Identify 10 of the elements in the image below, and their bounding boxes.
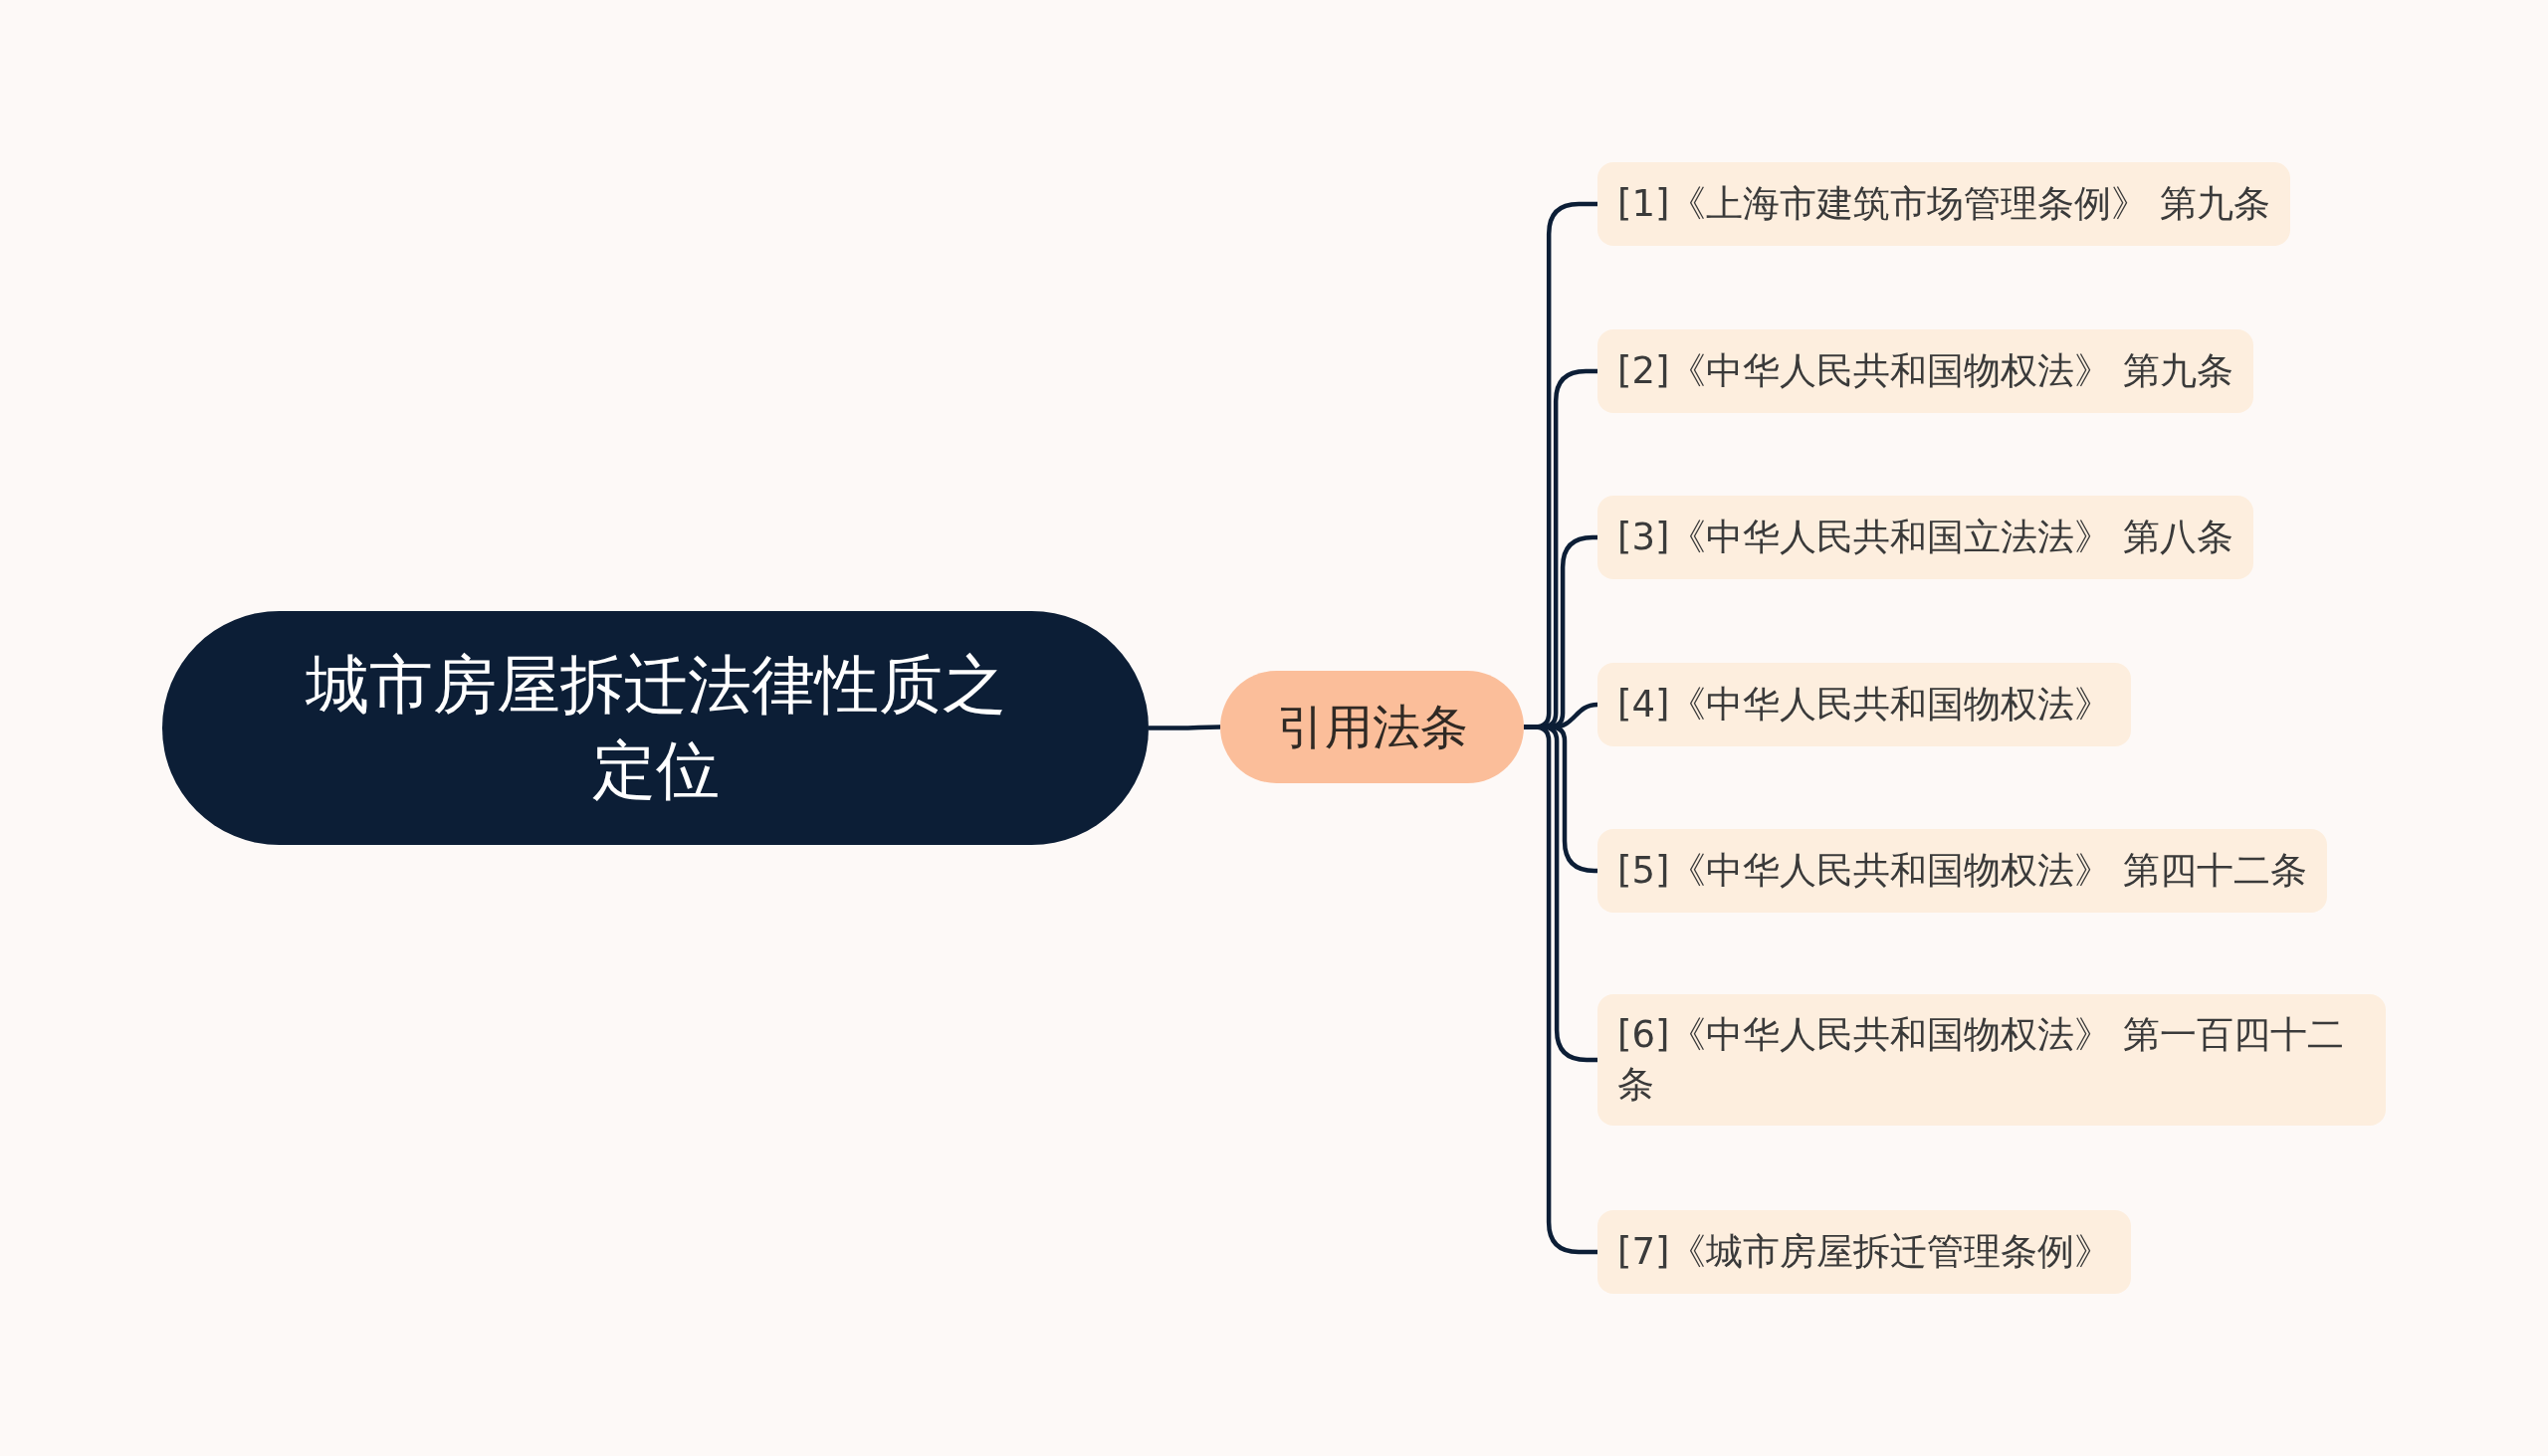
reference-box: [6]《中华人民共和国物权法》 第一百四十二条 — [1597, 994, 2386, 1126]
reference-box: [5]《中华人民共和国物权法》 第四十二条 — [1597, 829, 2328, 913]
reference-box: [4]《中华人民共和国物权法》 — [1597, 663, 2132, 746]
reference-box: [1]《上海市建筑市场管理条例》 第九条 — [1597, 162, 2291, 246]
root-pill: 城市房屋拆迁法律性质之定位 — [162, 611, 1149, 845]
reference-box: [2]《中华人民共和国物权法》 第九条 — [1597, 329, 2254, 413]
connector — [1149, 725, 1220, 730]
topic-pill: 引用法条 — [1220, 671, 1524, 783]
reference-box: [7]《城市房屋拆迁管理条例》 — [1597, 1210, 2132, 1294]
reference-box: [3]《中华人民共和国立法法》 第八条 — [1597, 496, 2254, 579]
